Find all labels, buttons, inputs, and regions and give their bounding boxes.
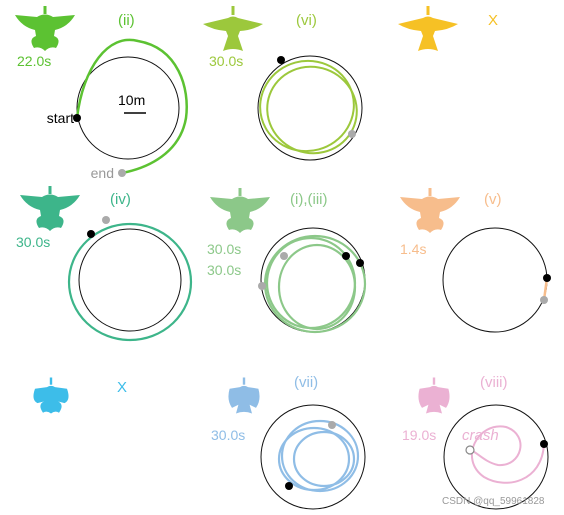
reference-circle	[78, 228, 182, 332]
bird-icon	[20, 186, 80, 231]
crash-annotation: crash	[462, 427, 499, 444]
bird-icon	[400, 188, 460, 233]
trajectory-loop	[266, 65, 358, 155]
trajectory-inner-loops	[277, 419, 360, 493]
end-marker	[348, 130, 356, 138]
trajectory-loops-3	[258, 234, 367, 334]
bird-icon	[210, 188, 270, 233]
condition-label: (v)	[484, 191, 502, 208]
trajectory-path	[469, 425, 545, 484]
end-marker	[258, 282, 266, 290]
scale-label: 10m	[118, 92, 145, 108]
condition-label: X	[117, 379, 127, 396]
end-marker	[280, 252, 288, 260]
trajectory-short-segment	[540, 274, 551, 304]
bird-icon	[203, 6, 263, 51]
start-marker	[285, 482, 293, 490]
flight-time: 30.0s	[211, 427, 245, 443]
panel-p6: (v) 1.4s	[400, 188, 551, 333]
trajectory-path	[75, 38, 188, 175]
watermark: CSDN @qq_59961828	[442, 496, 545, 507]
end-marker	[328, 421, 336, 429]
panel-p9: (viii) 19.0s crash	[402, 374, 549, 510]
reference-circle	[442, 227, 548, 333]
reference-circle	[443, 404, 549, 510]
trajectory-loop	[67, 222, 193, 342]
flight-time: 19.0s	[402, 427, 436, 443]
panel-p3: X	[398, 6, 498, 51]
flight-time: 1.4s	[400, 241, 426, 257]
bird-icon	[15, 6, 75, 51]
trajectory-loop	[280, 419, 360, 493]
condition-label: (vi)	[296, 12, 317, 29]
end-marker	[118, 169, 126, 177]
bird-icon	[418, 377, 450, 414]
panel-p5: (i),(iii) 30.0s 30.0s	[207, 188, 367, 334]
start-marker	[87, 230, 95, 238]
flight-time: 30.0s	[16, 234, 50, 250]
flight-time: 30.0s	[207, 262, 241, 278]
panel-p7: X	[33, 377, 127, 414]
condition-label: X	[488, 12, 498, 29]
flight-time: 30.0s	[207, 241, 241, 257]
start-marker	[356, 259, 364, 267]
panel-p8: (vii) 30.0s	[211, 374, 366, 510]
bird-icon	[33, 377, 69, 414]
trajectory-wide-arc	[73, 38, 188, 177]
condition-label: (vii)	[294, 374, 318, 391]
start-marker	[543, 274, 551, 282]
start-label: start	[47, 110, 74, 126]
condition-label: (viii)	[480, 374, 508, 391]
end-label: end	[91, 165, 114, 181]
reference-circle	[260, 404, 366, 510]
trajectory-outer-loop	[67, 216, 193, 342]
trajectory-loops-2	[259, 56, 358, 155]
trajectory-loop	[277, 426, 351, 492]
panel-p4: (iv) 30.0s	[16, 186, 193, 342]
start-marker	[342, 252, 350, 260]
condition-label: (i),(iii)	[290, 191, 327, 208]
trajectory-spiral-crash: crash	[462, 425, 548, 484]
end-marker	[540, 296, 548, 304]
end-marker	[102, 216, 110, 224]
bird-icon	[228, 377, 260, 414]
reference-circle	[257, 55, 363, 161]
flight-time: 22.0s	[17, 53, 51, 69]
reference-circle	[76, 56, 180, 160]
condition-label: (iv)	[110, 191, 131, 208]
bird-icon	[398, 6, 458, 51]
trajectory-loop	[292, 430, 356, 488]
panel-p1: (ii) 22.0s 10m start end	[15, 6, 188, 181]
flight-time: 30.0s	[209, 53, 243, 69]
start-marker	[277, 56, 285, 64]
start-marker	[73, 114, 81, 122]
start-marker	[540, 440, 548, 448]
panel-p2: (vi) 30.0s	[203, 6, 363, 161]
crash-marker	[465, 445, 475, 455]
condition-label: (ii)	[118, 12, 135, 29]
trajectory-loop	[277, 243, 357, 331]
